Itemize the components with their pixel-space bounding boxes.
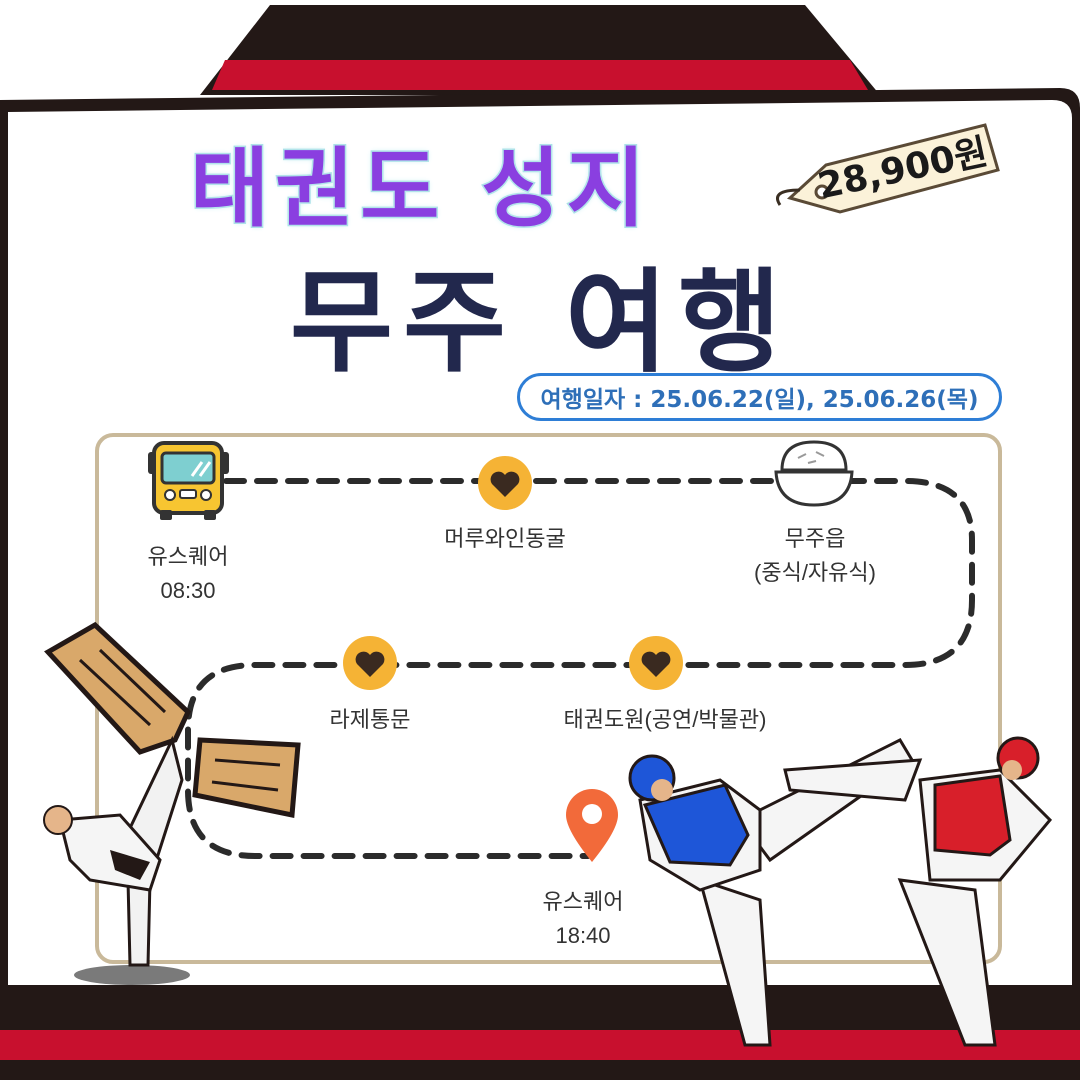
stop-label-muju: 무주읍 (중식/자유식) (754, 526, 876, 585)
taekwondo-sparring-illustration (628, 736, 1053, 1047)
broken-board-illustration (44, 621, 301, 819)
stop-label-rajetongmun: 라제통문 (329, 707, 411, 732)
stop-label-winecave: 머루와인동굴 (444, 526, 566, 551)
title-line-1: 태권도 성지 (189, 138, 652, 241)
heart-icon (343, 636, 397, 690)
location-pin-icon (566, 789, 618, 862)
stop-label-end: 유스퀘어 18:40 (542, 889, 624, 948)
heart-icon (478, 456, 532, 510)
trip-date-badge: 여행일자 : 25.06.22(일), 25.06.26(목) (517, 373, 1002, 421)
heart-icon (629, 636, 683, 690)
route-path (185, 478, 975, 859)
price-tag (776, 123, 1000, 214)
taekwondo-kicker-left (43, 735, 190, 985)
trip-date-text: 여행일자 : 25.06.22(일), 25.06.26(목) (540, 387, 979, 413)
bus-icon (148, 441, 229, 520)
stop-label-taekwondowon: 태권도원(공연/박물관) (563, 707, 767, 732)
title-line-2: 무주 여행 (290, 258, 792, 388)
stop-label-start: 유스퀘어 08:30 (147, 544, 229, 603)
rice-bowl-icon (774, 440, 854, 507)
